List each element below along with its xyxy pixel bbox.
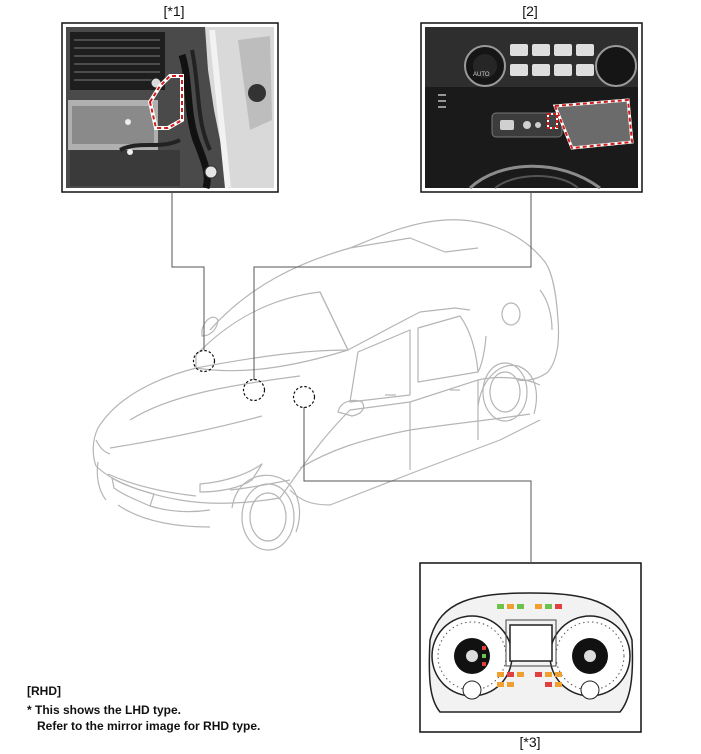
location-marker-2	[242, 378, 266, 402]
callout-label-3: [*3]	[519, 734, 541, 750]
callout-label-1: [*1]	[163, 3, 185, 19]
region-note: [RHD]	[27, 684, 61, 698]
leader-lines	[171, 192, 532, 563]
callout-label-2: [2]	[522, 3, 538, 19]
location-marker-1	[192, 349, 216, 373]
car-illustration	[92, 219, 560, 551]
photo-1-module	[61, 22, 279, 193]
photo-2-console	[420, 22, 643, 193]
location-marker-3	[292, 385, 316, 409]
photo-3-cluster	[419, 562, 642, 733]
auto-button-label: AUTO	[473, 72, 490, 78]
leader-line-1	[171, 192, 205, 350]
leader-line-3	[303, 407, 532, 563]
leader-line-2	[253, 192, 532, 380]
location-markers	[192, 349, 316, 409]
mirror-note: Refer to the mirror image for RHD type.	[37, 719, 261, 733]
lhd-note: * This shows the LHD type.	[27, 703, 182, 717]
